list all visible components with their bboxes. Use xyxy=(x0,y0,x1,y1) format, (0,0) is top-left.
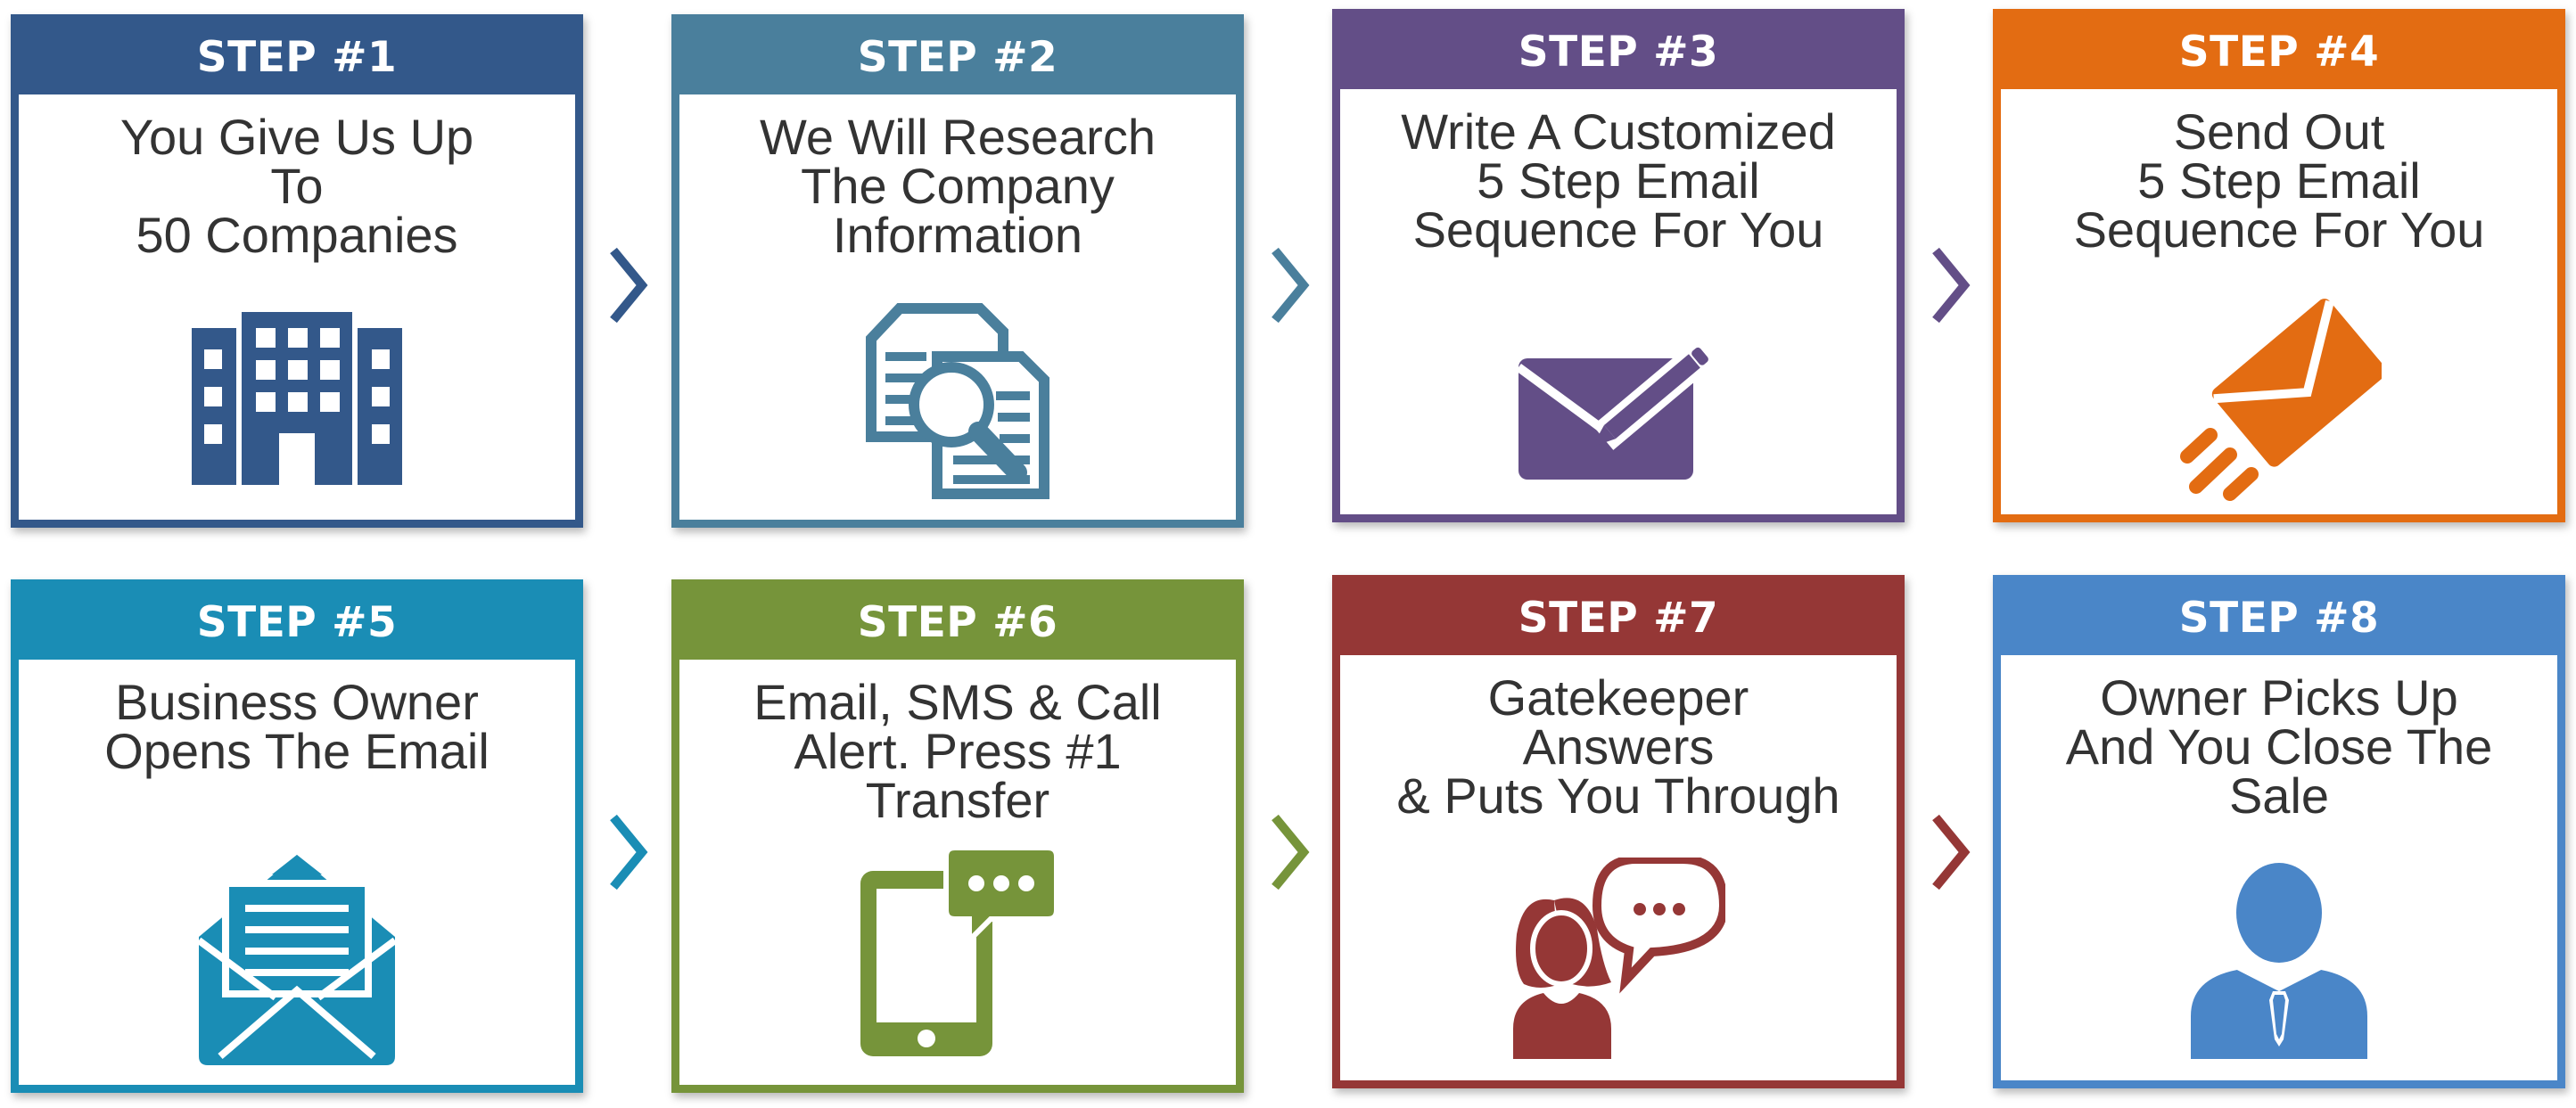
step-4-header: STEP #4 xyxy=(2000,16,2558,89)
step-7-header: STEP #7 xyxy=(1339,582,1897,655)
step-5-card: STEP #5 Business Owner Opens The Email xyxy=(11,579,583,1093)
chevron-right-icon xyxy=(1272,814,1310,891)
step-8-description: Owner Picks Up And You Close The Sale xyxy=(2065,669,2493,824)
step-1-card: STEP #1 You Give Us Up To 50 Companies xyxy=(11,14,583,528)
step-3-header: STEP #3 xyxy=(1339,16,1897,89)
step-8-card: STEP #8 Owner Picks Up And You Close The… xyxy=(1993,575,2565,1088)
chevron-right-icon xyxy=(1272,247,1310,324)
step-4-description: Send Out 5 Step Email Sequence For You xyxy=(2073,103,2485,258)
step-3-description: Write A Customized 5 Step Email Sequence… xyxy=(1401,103,1836,258)
open-envelope-icon xyxy=(199,855,395,1065)
chevron-right-icon xyxy=(610,814,648,891)
sending-envelope-icon xyxy=(2180,299,2382,501)
step-6-description: Email, SMS & Call Alert. Press #1 Transf… xyxy=(753,674,1162,828)
chevron-right-icon xyxy=(1932,247,1971,324)
step-2-header: STEP #2 xyxy=(679,21,1237,94)
gatekeeper-talking-icon xyxy=(1513,858,1725,1059)
building-icon xyxy=(192,312,402,485)
step-6-card: STEP #6 Email, SMS & Call Alert. Press #… xyxy=(671,579,1244,1093)
step-6-header: STEP #6 xyxy=(679,587,1237,660)
chevron-right-icon xyxy=(610,247,648,324)
step-2-description: We Will Research The Company Information xyxy=(760,109,1156,263)
step-2-card: STEP #2 We Will Research The Company Inf… xyxy=(671,14,1244,528)
step-7-card: STEP #7 Gatekeeper Answers & Puts You Th… xyxy=(1332,575,1905,1088)
envelope-pencil-icon xyxy=(1516,339,1716,480)
step-4-card: STEP #4 Send Out 5 Step Email Sequence F… xyxy=(1993,9,2565,522)
step-5-description: Business Owner Opens The Email xyxy=(104,674,490,779)
document-search-icon xyxy=(866,303,1049,499)
step-1-description: You Give Us Up To 50 Companies xyxy=(119,109,474,263)
phone-chat-icon xyxy=(860,848,1058,1056)
step-1-header: STEP #1 xyxy=(18,21,576,94)
step-5-header: STEP #5 xyxy=(18,587,576,660)
step-3-card: STEP #3 Write A Customized 5 Step Email … xyxy=(1332,9,1905,522)
step-7-description: Gatekeeper Answers & Puts You Through xyxy=(1396,669,1840,824)
chevron-right-icon xyxy=(1932,814,1971,891)
businessman-icon xyxy=(2191,863,2367,1059)
step-8-header: STEP #8 xyxy=(2000,582,2558,655)
